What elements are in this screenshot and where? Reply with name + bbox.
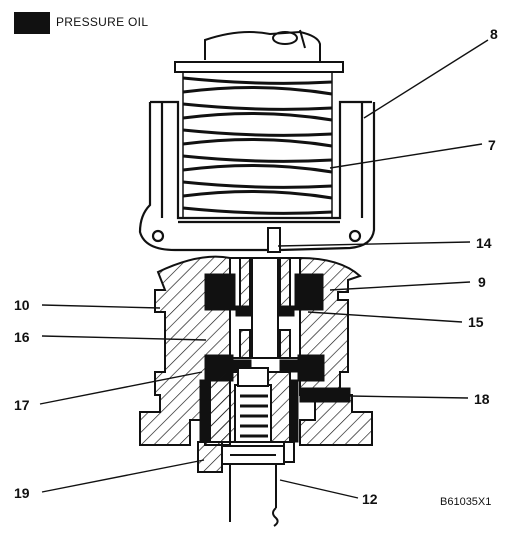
callout-19: 19 [14, 485, 30, 501]
callout-10: 10 [14, 297, 30, 313]
callout-15: 15 [468, 314, 484, 330]
lever-bracket [138, 100, 376, 252]
legend-label: PRESSURE OIL [56, 15, 149, 29]
callout-14: 14 [476, 235, 492, 251]
lower-plunger [209, 367, 291, 443]
legend-swatch [14, 12, 50, 34]
callout-17: 17 [14, 397, 30, 413]
lower-rod [229, 464, 279, 527]
callout-leaders [39, 39, 489, 499]
callout-8: 8 [490, 26, 498, 42]
callout-12: 12 [362, 491, 378, 507]
figure-code: B61035X1 [440, 496, 492, 508]
main-spring [182, 72, 333, 218]
valve-stem-top [267, 227, 281, 253]
callout-7: 7 [488, 137, 496, 153]
callout-9: 9 [478, 274, 486, 290]
callout-18: 18 [474, 391, 490, 407]
bottom-retainer [197, 441, 295, 473]
spring-cap [174, 29, 344, 73]
callout-16: 16 [14, 329, 30, 345]
